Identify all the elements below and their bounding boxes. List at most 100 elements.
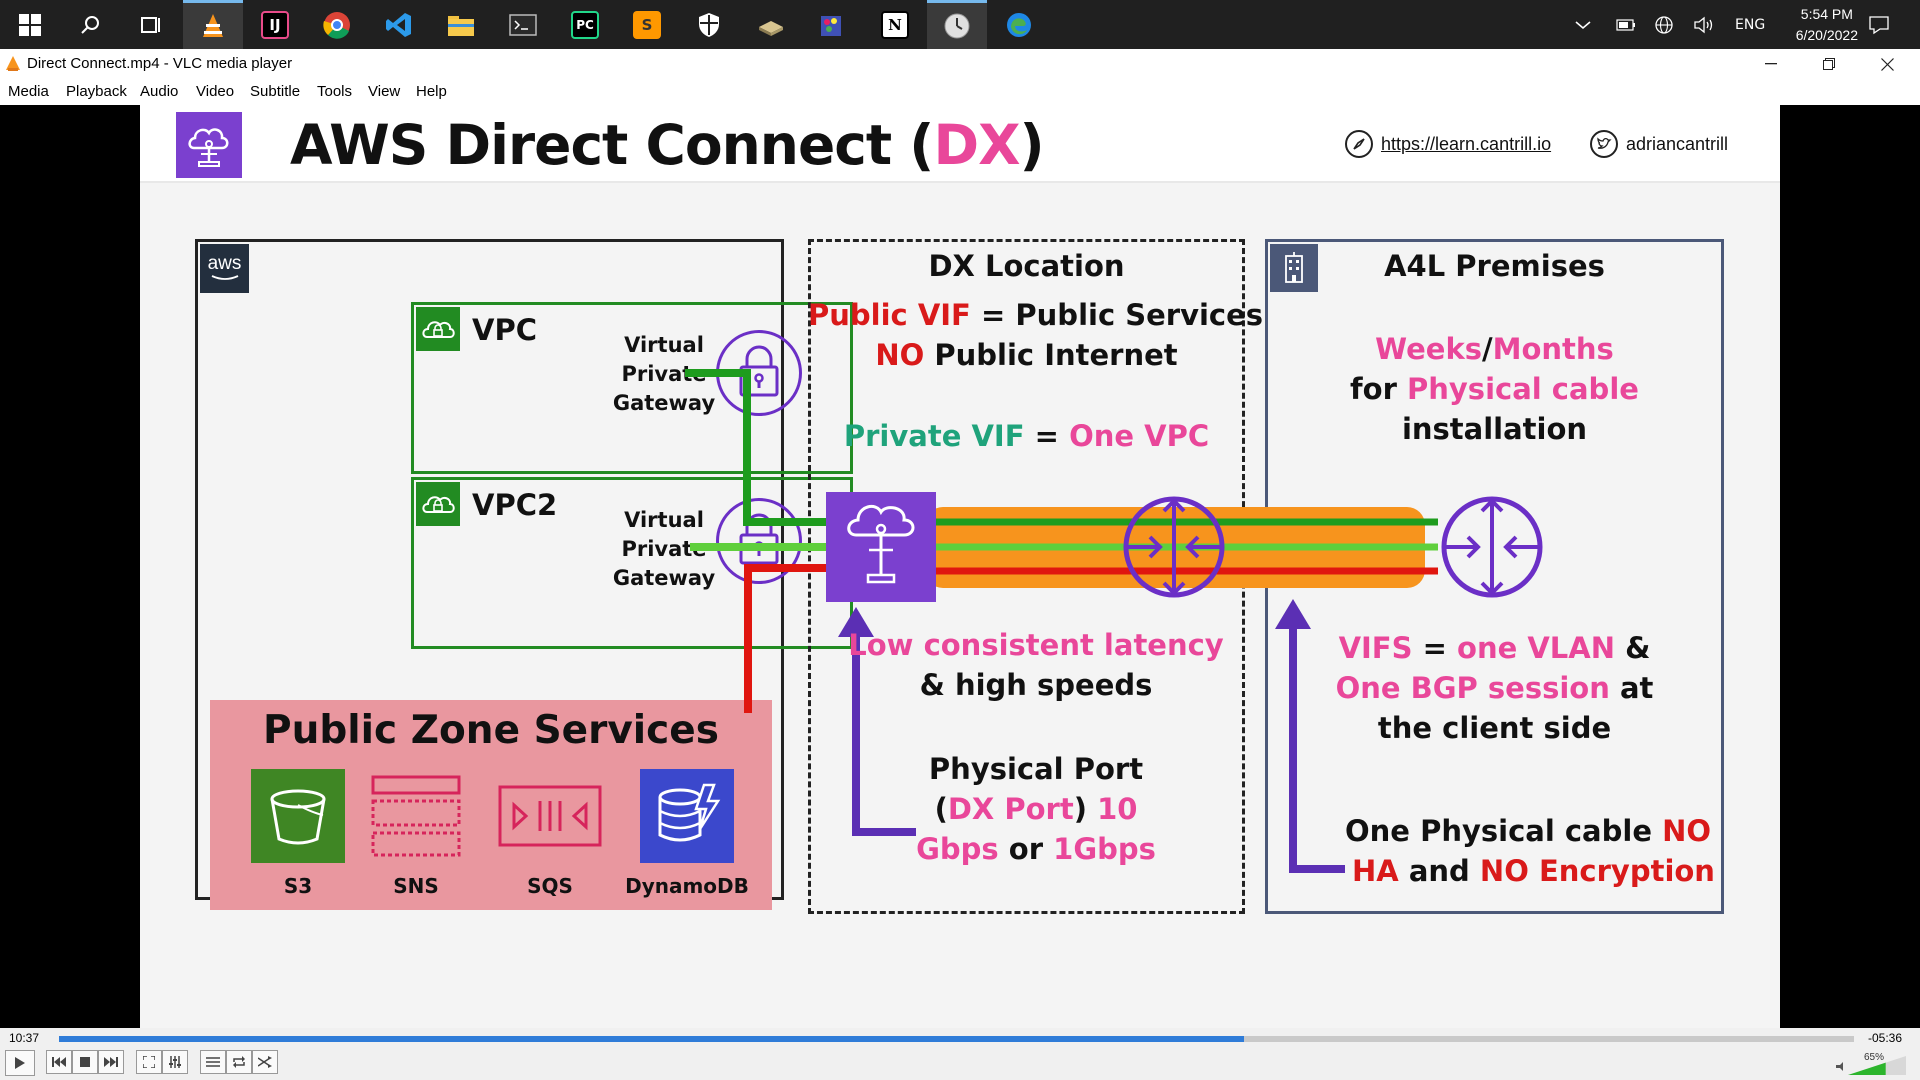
slide: AWS Direct Connect (DX) https://learn.ca…: [140, 105, 1780, 1028]
security-icon[interactable]: [679, 0, 739, 49]
weeks-text: Weeks: [1375, 332, 1483, 366]
physical-port-text: Physical Port: [928, 752, 1144, 786]
vpc-2-box: VPC2 Virtual Private Gateway: [411, 477, 853, 649]
close-button[interactable]: [1858, 49, 1916, 79]
connection-diagram: [685, 369, 1543, 873]
volume-slider[interactable]: 65%: [1834, 1052, 1908, 1076]
vgw-line-3: Gateway: [612, 391, 716, 415]
sns-label: SNS: [393, 874, 439, 898]
vpc-cloud-icon: [416, 307, 460, 351]
language-indicator[interactable]: ENG: [1735, 16, 1766, 33]
next-button[interactable]: [98, 1050, 124, 1074]
public-vif-label: Public VIF: [808, 298, 971, 332]
video-area[interactable]: AWS Direct Connect (DX) https://learn.ca…: [0, 105, 1920, 1028]
battery-icon[interactable]: [1616, 0, 1636, 49]
extended-settings-button[interactable]: [162, 1050, 188, 1074]
speaker-icon[interactable]: [1693, 0, 1715, 49]
one-gbps-text: 1Gbps: [1053, 832, 1156, 866]
window-titlebar: Direct Connect.mp4 - VLC media player: [0, 49, 1920, 79]
menu-bar: Media Playback Audio Video Subtitle Tool…: [0, 79, 1920, 105]
shuffle-button[interactable]: [252, 1050, 278, 1074]
encryption-text: Encryption: [1538, 854, 1715, 888]
menu-tools[interactable]: Tools: [317, 83, 353, 100]
menu-video[interactable]: Video: [196, 83, 235, 100]
paint-icon[interactable]: [803, 0, 863, 49]
taskbar-clock[interactable]: 5:54 PM 6/20/2022: [1796, 4, 1858, 46]
task-view-icon[interactable]: [120, 0, 180, 49]
slide-title: AWS Direct Connect (DX): [290, 113, 1045, 177]
no-label: NO: [875, 338, 925, 372]
public-internet-text: Public Internet: [934, 338, 1178, 372]
paren-open: (: [934, 792, 948, 826]
twitter-handle: adriancantrill: [1626, 133, 1729, 154]
playlist-button[interactable]: [200, 1050, 226, 1074]
slide-header: AWS Direct Connect (DX) https://learn.ca…: [140, 105, 1780, 183]
dx-port-icon: [826, 492, 936, 602]
loop-button[interactable]: [226, 1050, 252, 1074]
vifs-line: VIFS = one VLAN &: [1265, 628, 1724, 668]
windows-start-icon[interactable]: [0, 0, 60, 49]
direct-connect-icon: [176, 112, 242, 178]
play-button[interactable]: [5, 1050, 35, 1076]
windows-taskbar: IJ PC S N ENG 5:54 PM 6/20/2022: [0, 0, 1920, 49]
minimize-button[interactable]: [1742, 49, 1800, 79]
intellij-icon[interactable]: IJ: [245, 0, 305, 49]
vgw-line-1: Virtual: [624, 508, 704, 532]
dx-port-arrow: [838, 607, 916, 836]
menu-subtitle[interactable]: Subtitle: [250, 83, 301, 100]
vpc-1-label: VPC: [472, 313, 537, 347]
s3-label: S3: [283, 874, 313, 898]
file-explorer-icon[interactable]: [431, 0, 491, 49]
elapsed-time: 10:37: [9, 1031, 40, 1045]
notion-icon[interactable]: N: [865, 0, 925, 49]
one-vlan-text: one VLAN: [1457, 631, 1616, 665]
gbps-text: Gbps: [916, 832, 999, 866]
restore-button[interactable]: [1800, 49, 1858, 79]
high-speeds-text: & high speeds: [919, 668, 1153, 702]
menu-media[interactable]: Media: [8, 83, 49, 100]
installation-text: installation: [1401, 412, 1588, 446]
low-latency-text: Low consistent latency: [808, 625, 1264, 665]
no-public-internet-line: NO Public Internet: [808, 335, 1245, 375]
clock-app-icon[interactable]: [927, 0, 987, 49]
remaining-time[interactable]: -05:36: [1867, 1031, 1902, 1045]
menu-audio[interactable]: Audio: [140, 83, 179, 100]
title-end: ): [1019, 113, 1045, 177]
edge-icon[interactable]: [989, 0, 1049, 49]
ten-text: 10: [1097, 792, 1138, 826]
stop-button[interactable]: [72, 1050, 98, 1074]
sns-icon: [369, 769, 463, 863]
dynamodb-service: DynamoDB: [622, 769, 752, 898]
slash-text: /: [1482, 332, 1493, 366]
weeks-months-line: Weeks/Months: [1265, 329, 1724, 369]
menu-view[interactable]: View: [368, 83, 401, 100]
chrome-icon[interactable]: [307, 0, 367, 49]
chevron-up-icon[interactable]: [1575, 0, 1591, 49]
app-icon[interactable]: [741, 0, 801, 49]
vlc-icon[interactable]: [183, 0, 243, 49]
terminal-icon[interactable]: [493, 0, 553, 49]
globe-network-icon[interactable]: [1654, 0, 1674, 49]
or-text: or: [1008, 832, 1044, 866]
customer-router-icon: [1441, 496, 1543, 598]
sublime-icon[interactable]: S: [617, 0, 677, 49]
pycharm-icon[interactable]: PC: [555, 0, 615, 49]
vpc-cloud-icon: [416, 482, 460, 526]
search-icon[interactable]: [60, 0, 120, 49]
menu-playback[interactable]: Playback: [66, 83, 127, 100]
sqs-label: SQS: [527, 874, 573, 898]
vifs-text: VIFS: [1338, 631, 1413, 665]
vgw-line-3: Gateway: [612, 566, 716, 590]
vgw-1-label: Virtual Private Gateway: [594, 331, 734, 418]
menu-help[interactable]: Help: [416, 83, 447, 100]
aws-logo: aws: [200, 244, 249, 293]
fullscreen-button[interactable]: [136, 1050, 162, 1074]
amp-text: &: [1625, 631, 1651, 665]
vscode-icon[interactable]: [369, 0, 429, 49]
learn-url: https://learn.cantrill.io: [1381, 133, 1552, 154]
aws-badge-text: aws: [207, 253, 242, 274]
speeds-line: Gbps or 1Gbps: [808, 829, 1264, 869]
seek-bar[interactable]: [59, 1036, 1854, 1042]
notifications-icon[interactable]: [1868, 0, 1890, 49]
previous-button[interactable]: [46, 1050, 72, 1074]
